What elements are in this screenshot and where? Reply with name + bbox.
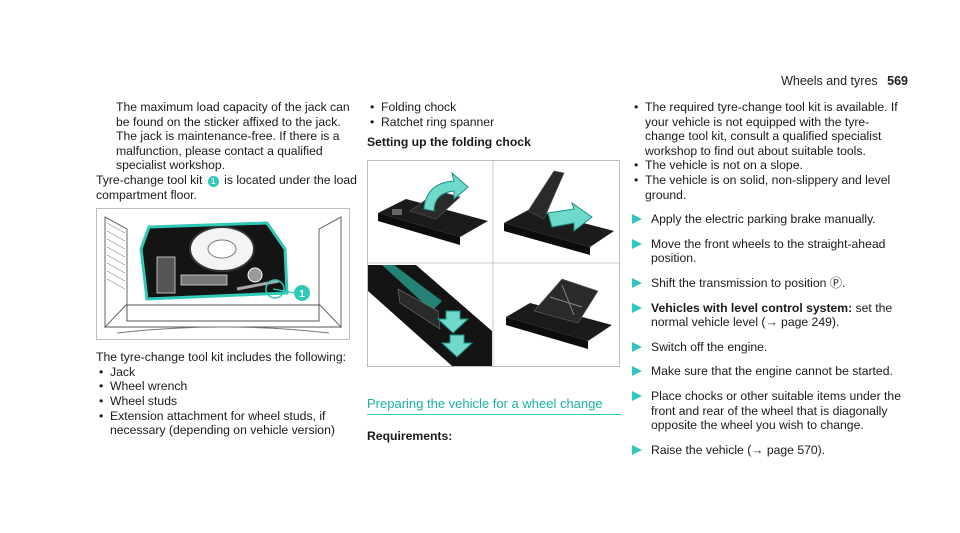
- load-compartment-drawing: 1: [104, 216, 342, 334]
- section-title-preparing-vehicle: Preparing the vehicle for a wheel change: [367, 396, 621, 416]
- list-item: Folding chock: [367, 100, 621, 115]
- step-text: Raise the vehicle (→ page 570).: [651, 442, 826, 457]
- step-bold-label: Vehicles with level control system:: [651, 300, 853, 315]
- step-text: Make sure that the engine cannot be star…: [651, 364, 893, 379]
- step-item: Shift the transmission to position Ⓟ.: [631, 276, 901, 291]
- list-item: Jack: [96, 365, 358, 380]
- list-item: The vehicle is not on a slope.: [631, 158, 901, 173]
- kit-contents-list: Jack Wheel wrench Wheel studs Extension …: [96, 365, 358, 438]
- list-item: The required tyre-change tool kit is ava…: [631, 100, 901, 158]
- step-text: Place chocks or other suitable items und…: [651, 388, 901, 433]
- jack-capacity-paragraph: The maximum load capacity of the jack ca…: [116, 100, 350, 173]
- step-item: Switch off the engine.: [631, 340, 901, 355]
- kit-contents-list-continued: Folding chock Ratchet ring spanner: [367, 100, 621, 129]
- requirements-label: Requirements:: [367, 429, 453, 444]
- step-text: Apply the electric parking brake manuall…: [651, 212, 876, 227]
- list-item: Wheel studs: [96, 394, 358, 409]
- requirements-list: The required tyre-change tool kit is ava…: [631, 100, 901, 202]
- load-compartment-illustration: 1: [96, 208, 350, 341]
- step-text: set the normal vehicle level (→ page 249…: [651, 300, 893, 330]
- folding-chock-drawing: [368, 160, 619, 366]
- page-number: 569: [887, 74, 908, 88]
- step-text: Shift the transmission to position Ⓟ.: [651, 275, 846, 290]
- page-header: Wheels and tyres 569: [781, 74, 908, 88]
- kit-location-paragraph: Tyre-change tool kit 1 is located under …: [96, 173, 358, 202]
- step-item: Move the front wheels to the straight-ah…: [631, 237, 901, 266]
- setup-chock-heading: Setting up the folding chock: [367, 135, 531, 150]
- kit-location-text-before: Tyre-change tool kit: [96, 172, 206, 187]
- list-item: Ratchet ring spanner: [367, 115, 621, 130]
- column-left: The maximum load capacity of the jack ca…: [96, 100, 358, 438]
- step-item: Place chocks or other suitable items und…: [631, 389, 901, 433]
- folding-chock-illustration: [367, 159, 620, 367]
- kit-intro: The tyre-change tool kit includes the fo…: [96, 350, 346, 365]
- list-item: Extension attachment for wheel studs, if…: [96, 409, 358, 438]
- step-item: Apply the electric parking brake manuall…: [631, 212, 901, 227]
- step-item: Raise the vehicle (→ page 570).: [631, 443, 901, 458]
- illustration-callout-1: 1: [299, 289, 305, 300]
- callout-badge-1: 1: [207, 175, 219, 187]
- section-name: Wheels and tyres: [781, 74, 878, 88]
- list-item: Wheel wrench: [96, 379, 358, 394]
- step-item: Make sure that the engine cannot be star…: [631, 364, 901, 379]
- step-list: Apply the electric parking brake manuall…: [631, 212, 901, 457]
- column-right: The required tyre-change tool kit is ava…: [631, 100, 901, 457]
- list-item: The vehicle is on solid, non-slippery an…: [631, 173, 901, 202]
- column-middle: Folding chock Ratchet ring spanner Setti…: [367, 100, 621, 444]
- step-text: Switch off the engine.: [651, 339, 768, 354]
- step-text: Move the front wheels to the straight-ah…: [651, 236, 886, 266]
- step-item: Vehicles with level control system: set …: [631, 301, 901, 330]
- kit-location-text-after: is located under the load compartment fl…: [96, 172, 357, 202]
